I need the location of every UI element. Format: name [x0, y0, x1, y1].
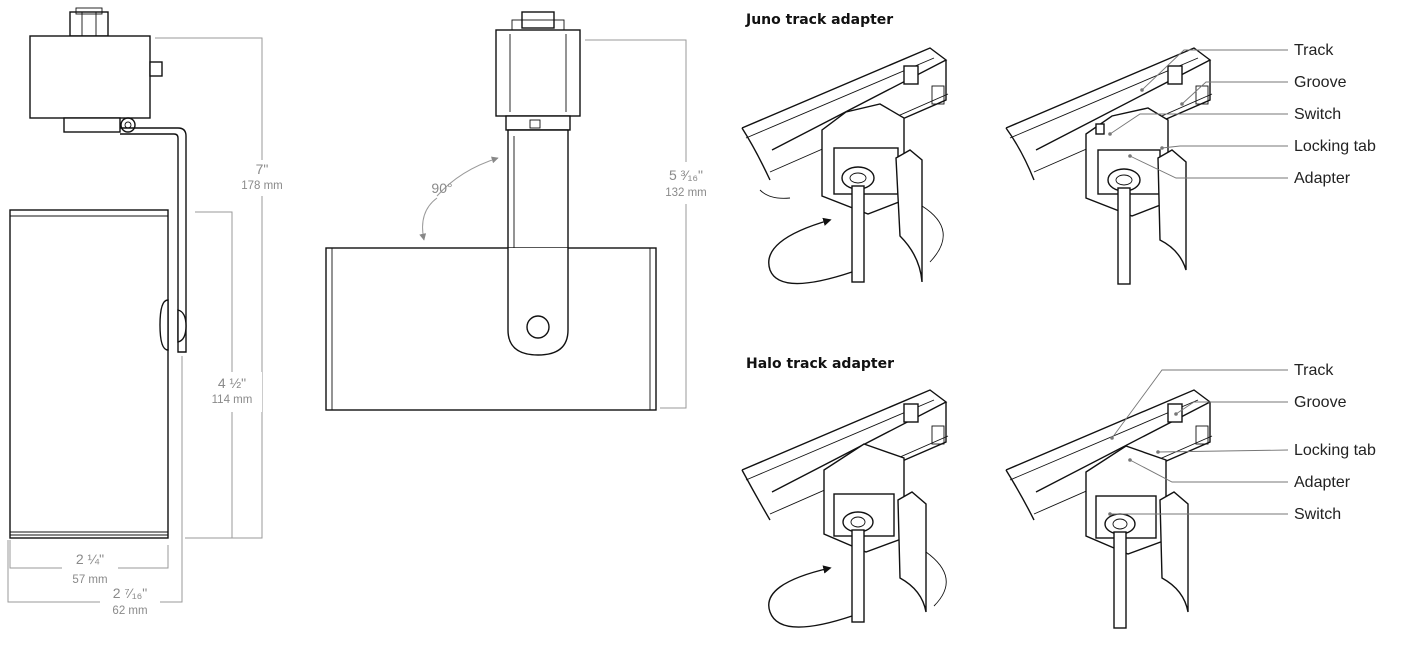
- juno-label-groove: Groove: [1294, 74, 1347, 91]
- dim-side-height-metric: 132 mm: [665, 187, 707, 199]
- side-view-fixture: [325, 11, 657, 411]
- juno-label-track: Track: [1294, 42, 1334, 59]
- dim-side-height-imperial: 5 ³⁄₁₆": [669, 167, 703, 183]
- halo-section-title: Halo track adapter: [746, 356, 894, 372]
- juno-label-adapter: Adapter: [1294, 170, 1351, 187]
- dim-total-width-metric: 62 mm: [112, 605, 147, 617]
- halo-label-switch: Switch: [1294, 506, 1341, 523]
- dim-body-width-imperial: 2 ¼": [76, 551, 104, 567]
- halo-label-track: Track: [1294, 362, 1334, 379]
- halo-label-adapter: Adapter: [1294, 474, 1351, 491]
- dim-total-height-imperial: 7": [256, 161, 269, 177]
- halo-components-illustration: [1005, 389, 1213, 629]
- dim-body-width-metric: 57 mm: [72, 574, 107, 586]
- juno-section-title: Juno track adapter: [745, 12, 893, 28]
- juno-install-illustration: [741, 47, 949, 285]
- dim-total-height-metric: 178 mm: [241, 180, 283, 192]
- halo-label-locking-tab: Locking tab: [1294, 442, 1376, 459]
- front-view-fixture: [9, 7, 187, 539]
- juno-leader-lines: [1108, 49, 1288, 179]
- dim-rotation-angle: 90°: [431, 180, 452, 196]
- dim-total-width-imperial: 2 ⁷⁄₁₆": [113, 585, 147, 601]
- side-view-dimensions: [419, 39, 687, 409]
- dim-body-height-metric: 114 mm: [212, 394, 253, 406]
- halo-leader-lines: [1108, 369, 1289, 516]
- dim-body-height-imperial: 4 ½": [218, 375, 246, 391]
- halo-install-illustration: [741, 389, 949, 628]
- juno-components-illustration: [1005, 47, 1213, 285]
- juno-label-switch: Switch: [1294, 106, 1341, 123]
- halo-label-groove: Groove: [1294, 394, 1347, 411]
- juno-label-locking-tab: Locking tab: [1294, 138, 1376, 155]
